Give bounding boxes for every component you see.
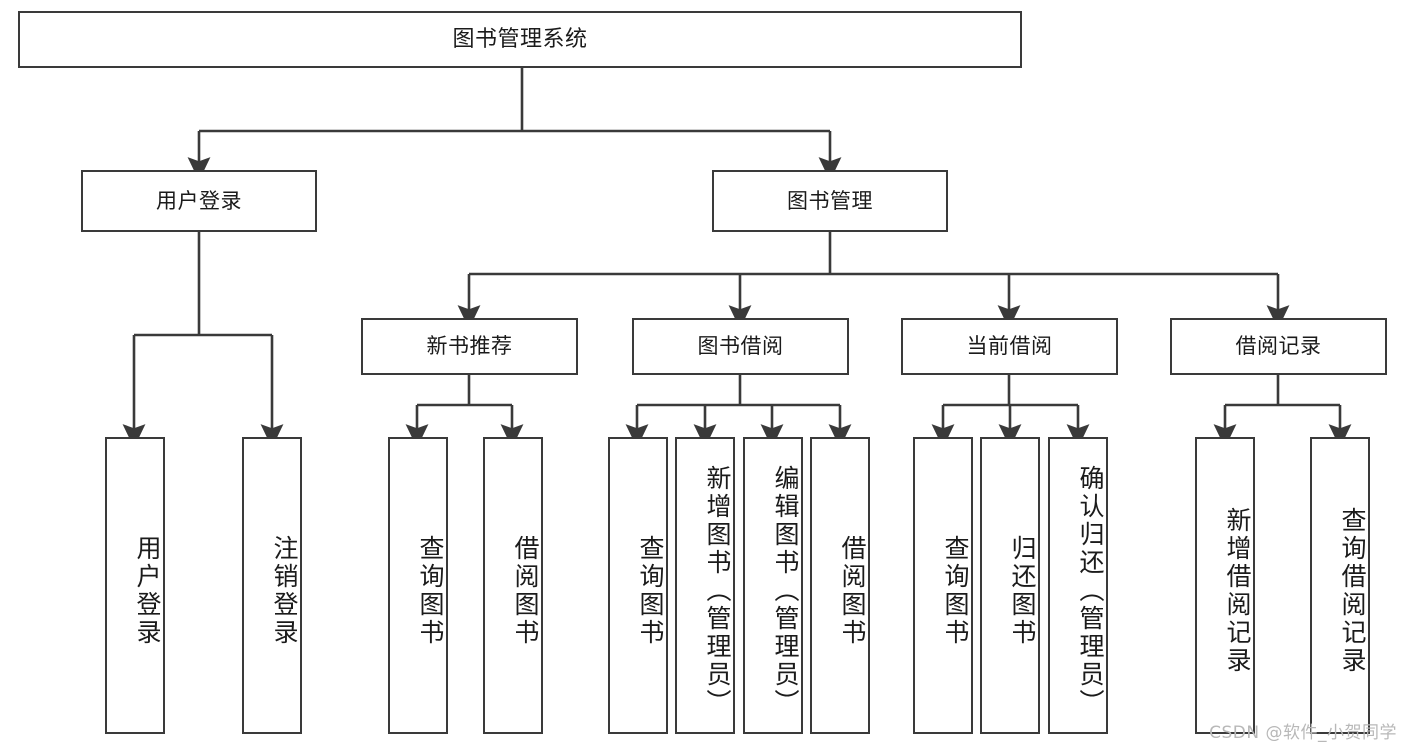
node-label: 图书借阅 [697,334,784,359]
csdn-watermark: CSDN @软件_小贺同学 [1209,723,1397,743]
node-label: 图书管理 [787,188,873,213]
node-label: 借阅记录 [1235,334,1322,359]
node-label: 新增图书（管理员） [703,464,732,717]
node-label: 借阅图书 [838,534,867,647]
node-leaf-user-logout[interactable]: 注销登录 [242,437,302,734]
node-label: 查询图书 [941,534,970,647]
node-leaf-query-book-2[interactable]: 查询图书 [608,437,668,734]
node-current-borrow[interactable]: 当前借阅 [901,318,1118,375]
node-label: 用户登录 [156,188,242,213]
node-root-system[interactable]: 图书管理系统 [18,11,1022,68]
node-label: 新增借阅记录 [1223,506,1252,675]
node-book-borrow[interactable]: 图书借阅 [632,318,849,375]
node-leaf-edit-book[interactable]: 编辑图书（管理员） [743,437,803,734]
node-label: 编辑图书（管理员） [771,464,800,717]
node-leaf-borrow-book-2[interactable]: 借阅图书 [810,437,870,734]
node-label: 确认归还（管理员） [1076,464,1105,717]
node-leaf-query-record[interactable]: 查询借阅记录 [1310,437,1370,734]
node-leaf-borrow-book-1[interactable]: 借阅图书 [483,437,543,734]
node-leaf-confirm-return[interactable]: 确认归还（管理员） [1048,437,1108,734]
node-label: 查询图书 [636,534,665,647]
node-new-book-recommend[interactable]: 新书推荐 [361,318,578,375]
node-leaf-user-login[interactable]: 用户登录 [105,437,165,734]
node-label: 当前借阅 [966,334,1053,359]
node-label: 用户登录 [133,534,162,647]
node-book-manage[interactable]: 图书管理 [712,170,948,232]
node-leaf-add-record[interactable]: 新增借阅记录 [1195,437,1255,734]
node-borrow-record[interactable]: 借阅记录 [1170,318,1387,375]
node-leaf-add-book[interactable]: 新增图书（管理员） [675,437,735,734]
node-label: 归还图书 [1008,534,1037,647]
node-leaf-return-book[interactable]: 归还图书 [980,437,1040,734]
node-user-login[interactable]: 用户登录 [81,170,317,232]
node-leaf-query-book-3[interactable]: 查询图书 [913,437,973,734]
node-label: 借阅图书 [511,534,540,647]
node-leaf-query-book-1[interactable]: 查询图书 [388,437,448,734]
node-label: 注销登录 [270,534,299,647]
node-label: 新书推荐 [426,334,513,359]
node-label: 查询借阅记录 [1338,506,1367,675]
node-label: 图书管理系统 [452,26,588,52]
node-label: 查询图书 [416,534,445,647]
